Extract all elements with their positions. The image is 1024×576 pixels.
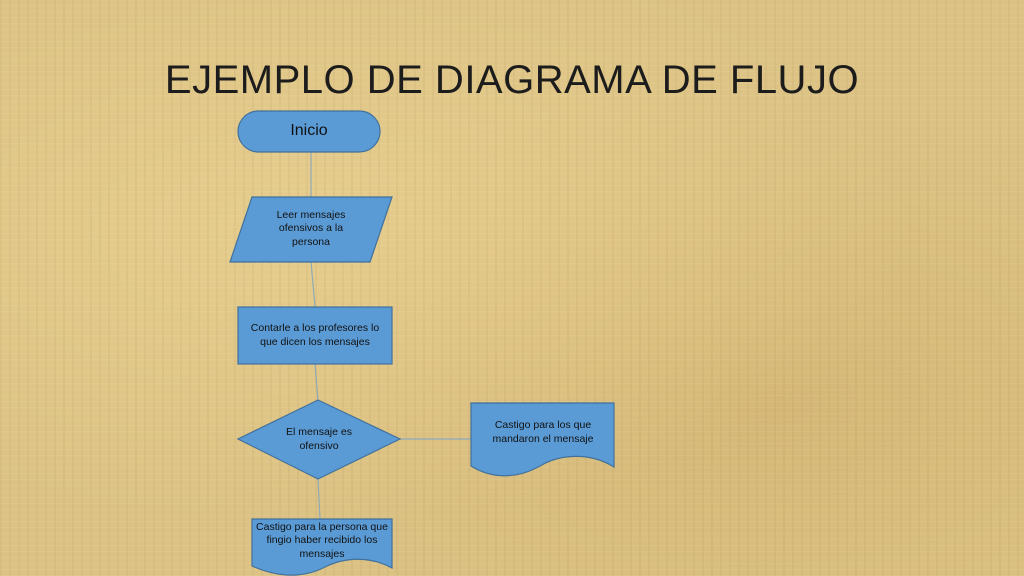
process-label: Contarle a los profesores lo que dicen l… xyxy=(250,322,380,348)
input-parallelogram xyxy=(229,196,393,263)
document-right xyxy=(470,402,615,477)
document-right-label: Castigo para los que mandaron el mensaje xyxy=(492,419,594,445)
decision-label: El mensaje es ofensivo xyxy=(286,426,352,452)
connector-decision-bottom xyxy=(317,478,321,520)
document-bottom-label: Castigo para la persona que fingio haber… xyxy=(256,520,388,560)
connector-process-decision xyxy=(314,363,319,401)
connector-input-process xyxy=(310,261,316,308)
start-label: Inicio xyxy=(290,122,328,140)
document-bottom xyxy=(251,518,393,576)
slide-title: EJEMPLO DE DIAGRAMA DE FLUJO xyxy=(164,58,860,102)
process-rectangle xyxy=(237,306,393,365)
input-label: Leer mensajes ofensivos a la persona xyxy=(276,208,346,248)
start-terminator xyxy=(237,110,381,153)
decision-diamond xyxy=(236,399,402,480)
